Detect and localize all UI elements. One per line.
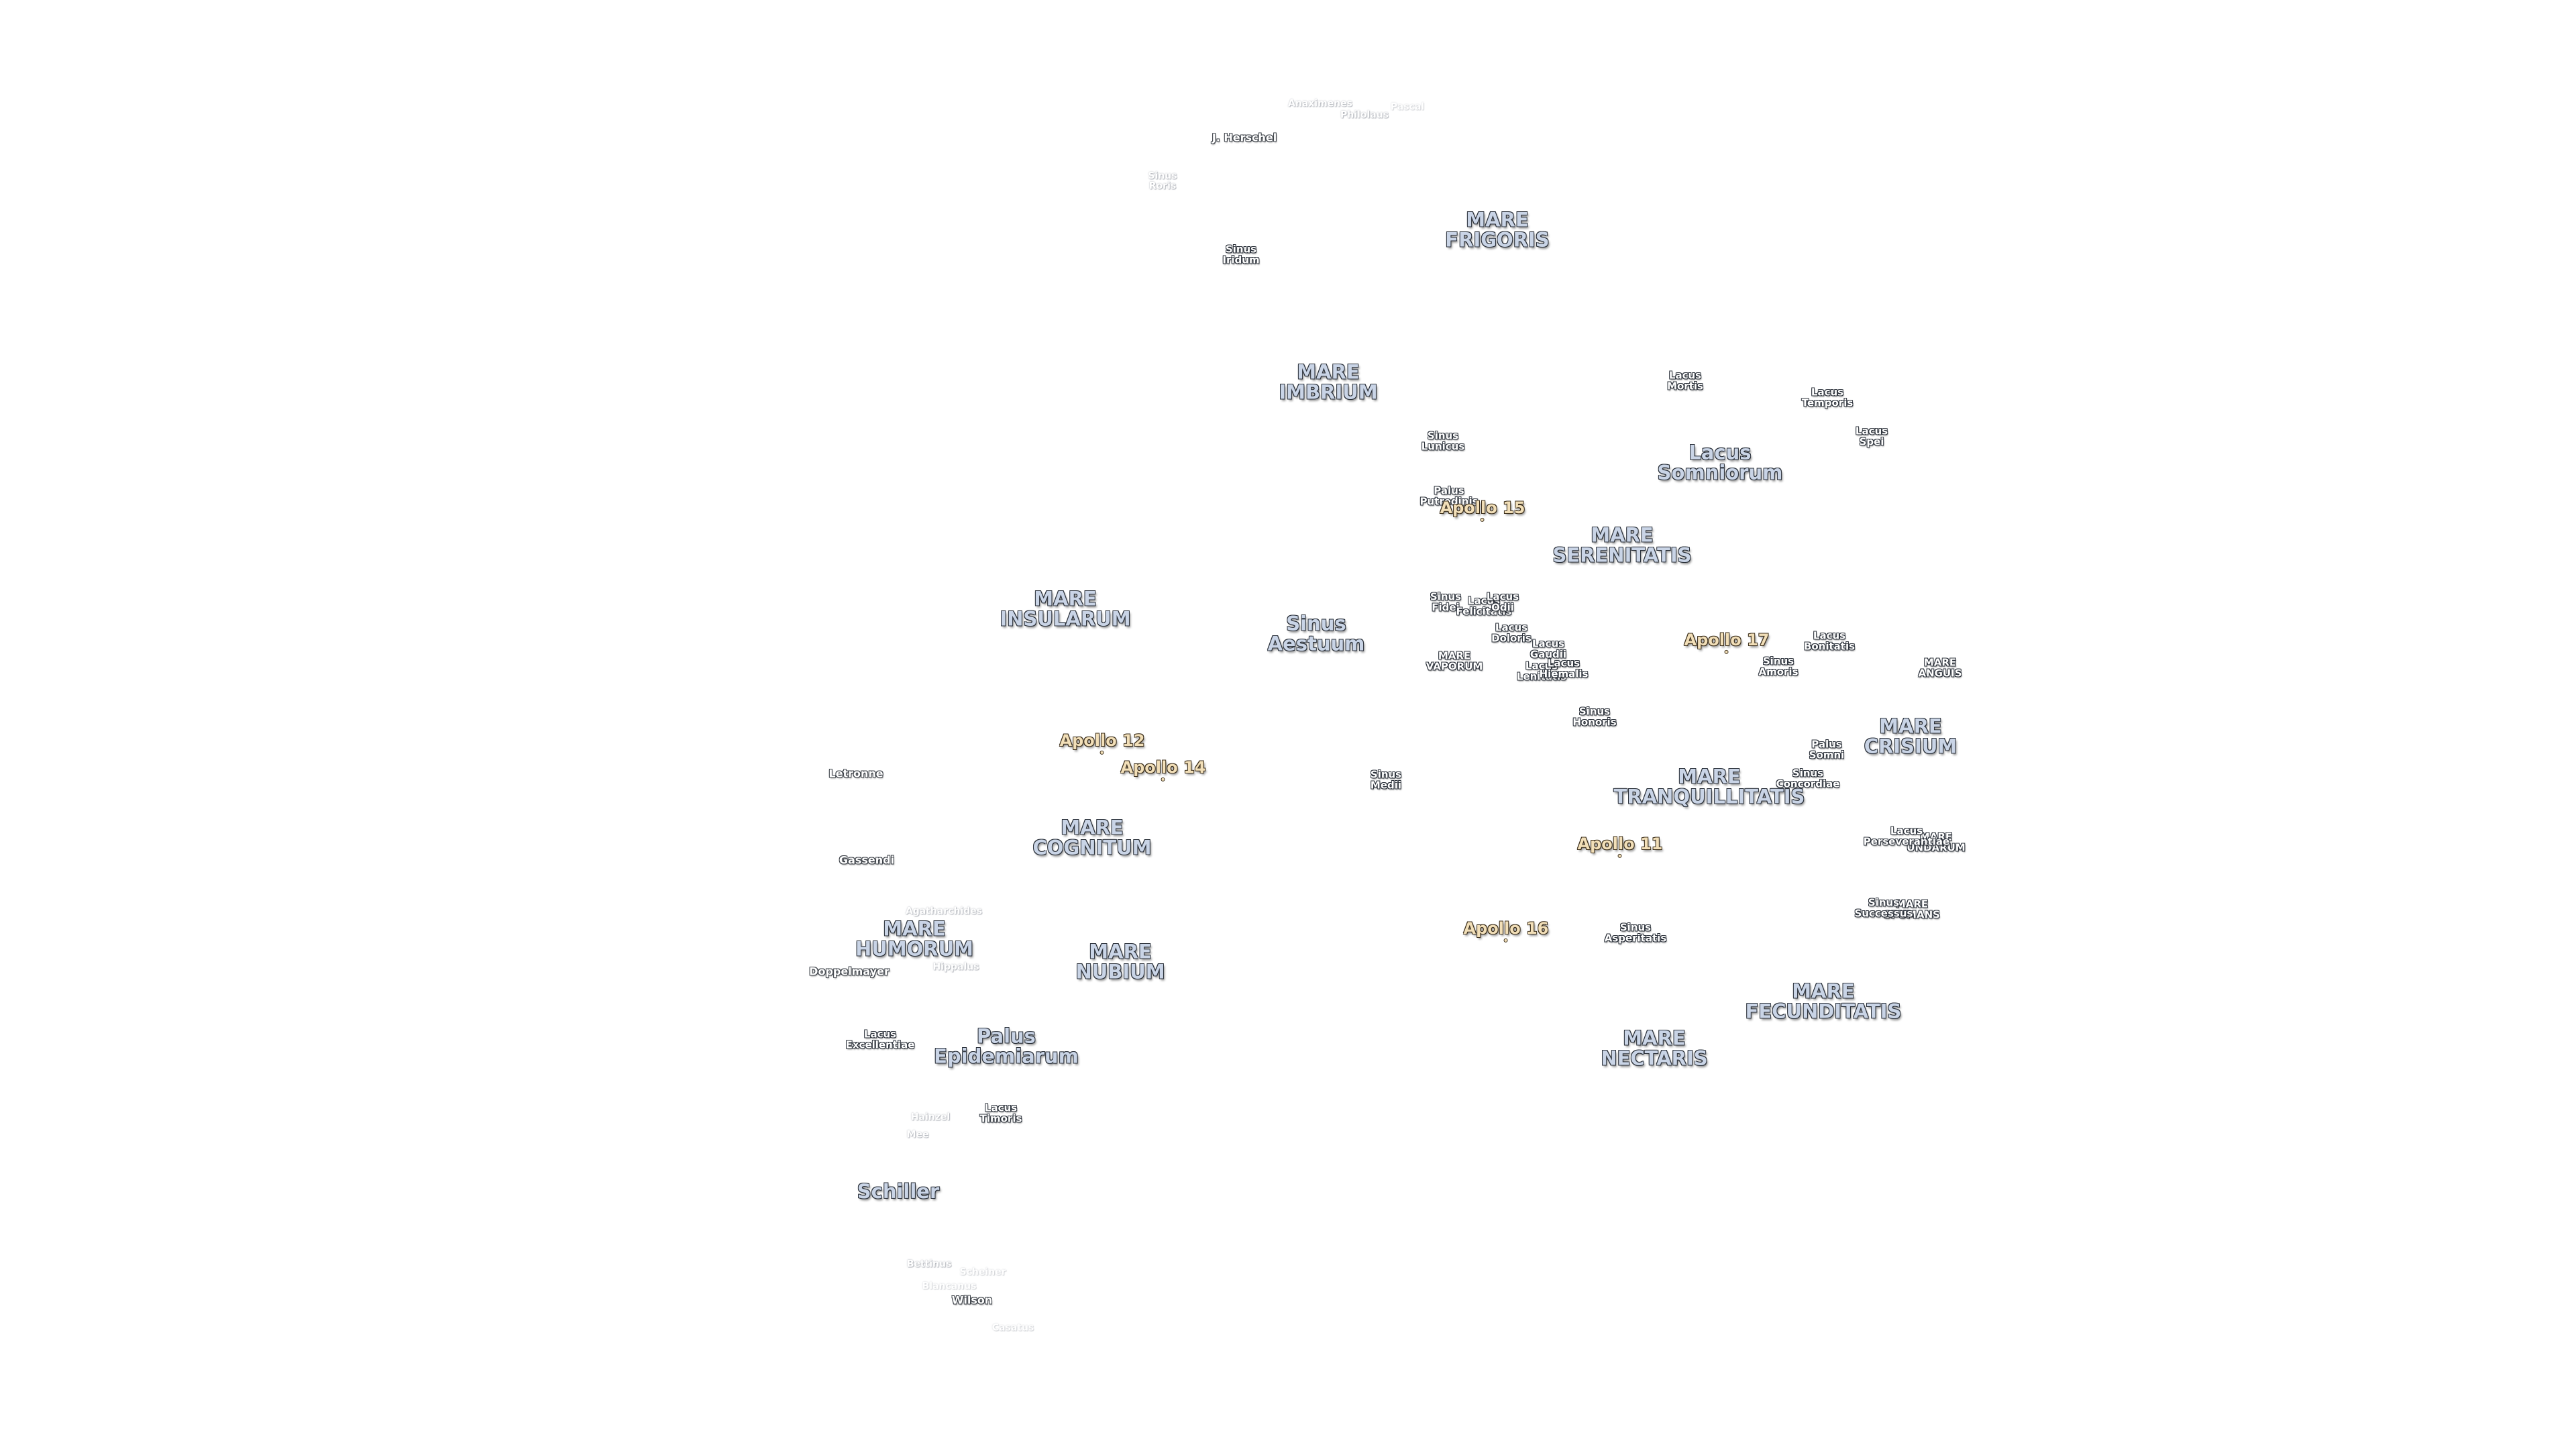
- feature-label-j-herschel: J. Herschel: [1212, 131, 1277, 144]
- feature-label-lacus-felicitatis: Lacus Felicitatis: [1456, 594, 1512, 617]
- landing-site-marker: [1101, 751, 1104, 755]
- feature-label-mare-serenitatis: MARE SERENITATIS: [1552, 523, 1692, 567]
- feature-label-wilson: Wilson: [951, 1293, 993, 1307]
- feature-label-bettinus: Bettinus: [906, 1258, 952, 1270]
- feature-label-casatus: Casatus: [991, 1322, 1034, 1334]
- feature-label-agatharchides: Agatharchides: [905, 906, 983, 917]
- feature-label-sinus-roris: Sinus Roris: [1148, 170, 1177, 191]
- feature-label-mare-crisium: MARE CRISIUM: [1864, 714, 1957, 758]
- feature-label-mare-cognitum: MARE COGNITUM: [1032, 816, 1152, 859]
- feature-label-sinus-lunicus: Sinus Lunicus: [1421, 429, 1465, 452]
- feature-label-mare-vaporum: MARE VAPORUM: [1426, 649, 1483, 672]
- feature-label-sinus-iridum: Sinus Iridum: [1222, 243, 1260, 266]
- feature-label-gassendi: Gassendi: [839, 853, 895, 867]
- landing-site-apollo-12: Apollo 12: [1060, 732, 1144, 755]
- feature-label-lacus-temporis: Lacus Temporis: [1801, 386, 1854, 409]
- feature-label-lacus-odii: Lacus Odii: [1486, 590, 1519, 613]
- feature-label-mare-nectaris: MARE NECTARIS: [1601, 1026, 1708, 1070]
- landing-site-marker: [1162, 778, 1165, 782]
- feature-label-lacus-mortis: Lacus Mortis: [1667, 369, 1703, 392]
- feature-label-mare-undarum: MARE UNDARUM: [1907, 830, 1966, 853]
- feature-label-mare-nubium: MARE NUBIUM: [1075, 940, 1165, 983]
- feature-label-palus-epidemiarum: Palus Epidemiarum: [934, 1024, 1079, 1068]
- feature-label-schiller: Schiller: [857, 1179, 940, 1203]
- feature-label-lacus-bonitatis: Lacus Bonitatis: [1803, 629, 1856, 652]
- feature-label-sinus-amoris: Sinus Amoris: [1758, 655, 1799, 678]
- feature-label-anaximenes: Anaximenes: [1288, 98, 1352, 109]
- feature-label-lacus-doloris: Lacus Doloris: [1491, 621, 1532, 644]
- feature-label-lacus-timoris: Lacus Timoris: [979, 1102, 1022, 1124]
- feature-label-lacus-somniorum: Lacus Somniorum: [1657, 441, 1783, 484]
- feature-label-sinus-medii: Sinus Medii: [1370, 768, 1402, 791]
- feature-label-mare-tranquillitatis: MARE TRANQUILLITATIS: [1613, 765, 1805, 808]
- landing-site-apollo-11: Apollo 11: [1578, 835, 1662, 858]
- feature-label-sinus-successus: Sinus Successus: [1854, 896, 1913, 919]
- feature-label-lacus-lenitatis: Lacus Lenitatis: [1516, 659, 1567, 682]
- feature-label-mare-imbrium: MARE IMBRIUM: [1279, 360, 1378, 404]
- landing-site-marker: [1725, 651, 1728, 654]
- landing-site-marker: [1505, 939, 1507, 943]
- landing-site-apollo-17: Apollo 17: [1684, 631, 1769, 654]
- feature-label-sinus-aestuum: Sinus Aestuum: [1267, 612, 1365, 655]
- feature-label-letronne: Letronne: [828, 767, 883, 780]
- landing-site-apollo-16: Apollo 16: [1464, 920, 1548, 943]
- feature-label-mare-anguis: MARE ANGUIS: [1918, 656, 1962, 679]
- feature-label-mare-humorum: MARE HUMORUM: [855, 917, 974, 961]
- feature-label-mee: Mee: [906, 1129, 929, 1140]
- feature-label-lacus-spei: Lacus Spei: [1855, 425, 1888, 447]
- feature-label-hainzel: Hainzel: [910, 1112, 951, 1123]
- feature-label-mare-fecunditatis: MARE FECUNDITATIS: [1745, 979, 1902, 1023]
- feature-label-palus-putredinis: Palus Putredinis: [1419, 484, 1479, 507]
- feature-label-palus-somni: Palus Somni: [1809, 738, 1845, 761]
- feature-label-lacus-gaudii: Lacus Gaudii: [1529, 637, 1567, 660]
- feature-label-pascal: Pascal: [1390, 101, 1425, 113]
- landing-site-marker: [1481, 519, 1484, 522]
- feature-label-sinus-honoris: Sinus Honoris: [1572, 705, 1617, 728]
- landing-site-apollo-14: Apollo 14: [1121, 759, 1205, 782]
- feature-label-blancanus: Blancanus: [922, 1281, 977, 1292]
- feature-label-hippalus: Hippalus: [932, 961, 979, 973]
- feature-label-mare-insularum: MARE INSULARUM: [1000, 587, 1131, 631]
- landing-site-apollo-15: Apollo 15: [1440, 499, 1525, 522]
- feature-label-lacus-excellentiae: Lacus Excellentiae: [845, 1028, 915, 1051]
- feature-label-sinus-asperitatis: Sinus Asperitatis: [1604, 921, 1667, 944]
- feature-label-scheiner: Scheiner: [959, 1267, 1006, 1278]
- feature-label-lacus-perseverantiae: Lacus Perseverantiae: [1863, 824, 1950, 847]
- feature-label-mare-frigoris: MARE FRIGORIS: [1445, 208, 1550, 252]
- landing-site-marker: [1619, 855, 1621, 858]
- feature-label-sinus-fidei: Sinus Fidei: [1430, 590, 1462, 613]
- feature-label-doppelmayer: Doppelmayer: [809, 965, 890, 978]
- feature-label-sinus-concordiae: Sinus Concordiae: [1776, 767, 1840, 790]
- feature-label-mare-spumans: MARE SPUMANS: [1884, 898, 1940, 920]
- feature-label-lacus-hiemalis: Lacus Hiemalis: [1539, 657, 1589, 680]
- feature-label-philolaus: Philolaus: [1340, 109, 1389, 121]
